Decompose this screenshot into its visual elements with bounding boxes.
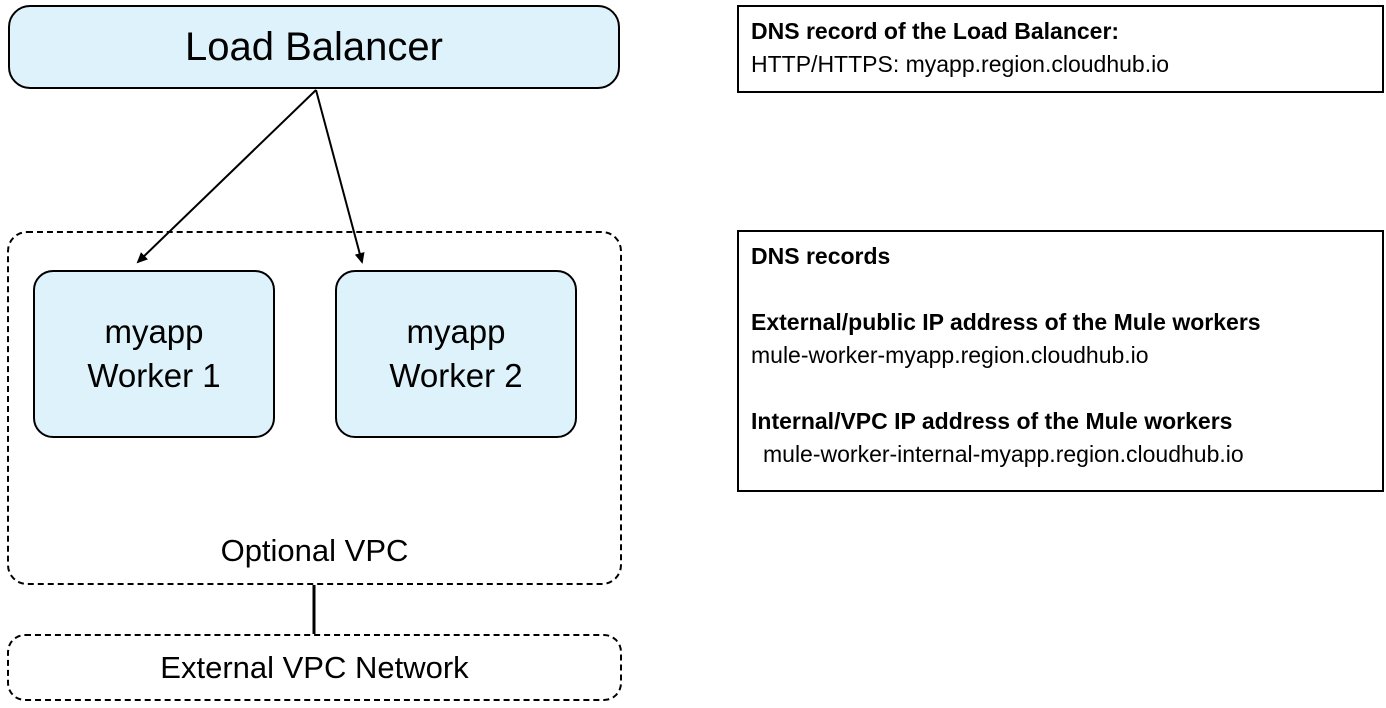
external-vpc-network-node: External VPC Network (7, 634, 622, 701)
worker2-name-label: Worker 2 (389, 357, 523, 394)
worker1-app-label: myapp (104, 313, 204, 350)
lb-dns-note-value: HTTP/HTTPS: myapp.region.cloudhub.io (751, 51, 1170, 77)
optional-vpc-container (7, 231, 622, 585)
lb-dns-note-title: DNS record of the Load Balancer: (751, 18, 1120, 44)
load-balancer-label: Load Balancer (185, 24, 443, 69)
dns-records-title: DNS records (751, 243, 891, 269)
internal-ip-heading: Internal/VPC IP address of the Mule work… (751, 408, 1233, 434)
worker1-node: myapp Worker 1 (33, 270, 275, 438)
external-ip-value: mule-worker-myapp.region.cloudhub.io (751, 342, 1149, 368)
internal-ip-value: mule-worker-internal-myapp.region.cloudh… (763, 441, 1244, 467)
spacer (751, 273, 1370, 306)
external-ip-heading: External/public IP address of the Mule w… (751, 309, 1261, 335)
worker1-name-label: Worker 1 (87, 357, 221, 394)
dns-records-note: DNS records External/public IP address o… (737, 230, 1384, 492)
external-vpc-network-label: External VPC Network (160, 649, 469, 685)
spacer (751, 372, 1370, 405)
load-balancer-node: Load Balancer (8, 5, 620, 89)
worker2-node: myapp Worker 2 (335, 270, 577, 438)
lb-dns-note: DNS record of the Load Balancer: HTTP/HT… (737, 5, 1384, 93)
optional-vpc-label: Optional VPC (220, 533, 409, 568)
worker2-app-label: myapp (406, 313, 506, 350)
